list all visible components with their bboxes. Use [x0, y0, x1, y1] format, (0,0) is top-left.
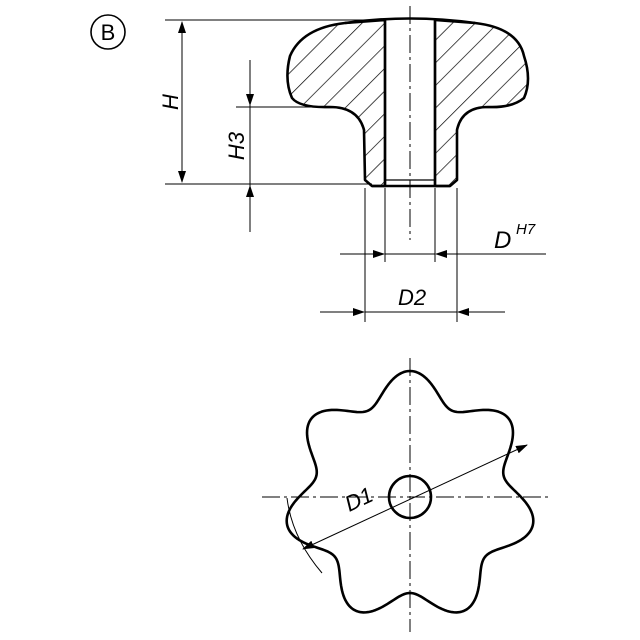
d1-reference-arc [286, 497, 323, 574]
label-d2: D2 [398, 285, 426, 310]
top-view [262, 358, 552, 632]
dimension-d: D H7 [340, 221, 546, 258]
dimension-h: H [158, 21, 186, 183]
variant-badge: B [90, 14, 126, 50]
dimension-h3: H3 [224, 60, 254, 232]
knob-section-left [286, 18, 387, 188]
extension-lines [165, 19, 458, 322]
label-d: D [494, 227, 511, 254]
label-d-tolerance: H7 [516, 221, 536, 238]
dimension-d2: D2 [320, 285, 505, 316]
label-h: H [158, 94, 183, 110]
section-view [286, 6, 530, 240]
knob-section-right [433, 18, 530, 188]
label-d1: D1 [341, 482, 377, 517]
variant-letter: B [101, 20, 116, 45]
label-h3: H3 [224, 131, 249, 160]
